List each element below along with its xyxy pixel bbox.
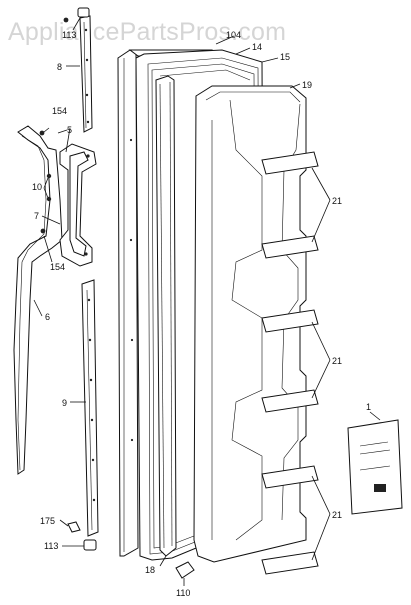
callout-4: 4 — [236, 30, 241, 40]
callout-1: 1 — [366, 402, 371, 412]
part-6-door-trim — [13, 125, 63, 475]
callout-10-top: 10 — [226, 30, 236, 40]
callout-10: 10 — [32, 182, 42, 192]
callout-113-top: 113 — [62, 30, 76, 40]
callout-18: 18 — [145, 565, 155, 575]
part-154-top-screw — [39, 127, 50, 136]
callout-15: 15 — [280, 52, 290, 62]
watermark: AppliancePartsPros.com — [8, 18, 286, 46]
part-113-bottom-cap — [83, 539, 97, 551]
part-154-bottom-screw — [40, 228, 46, 234]
callout-175: 175 — [40, 516, 55, 526]
callout-154-bottom: 154 — [50, 262, 65, 272]
callout-21-c: 21 — [332, 510, 342, 520]
callout-labels: 113 8 154 5 10 7 154 6 9 175 113 18 110 … — [32, 30, 371, 598]
callout-9: 9 — [62, 398, 67, 408]
part-18-gasket — [155, 75, 177, 557]
callout-19: 19 — [302, 80, 312, 90]
part-8-trim-strip — [79, 15, 93, 133]
part-10-top-screw — [63, 17, 69, 23]
callout-154-top: 154 — [52, 106, 67, 116]
part-110-bracket — [175, 561, 195, 579]
part-1-literature-card — [347, 419, 403, 515]
callout-14: 14 — [252, 42, 262, 52]
callout-110: 110 — [176, 588, 190, 598]
part-113-top-cap — [77, 7, 90, 18]
part-5-handle — [59, 143, 97, 267]
leader-lines — [33, 17, 381, 586]
part-19-door-liner — [193, 85, 319, 575]
part-175-clip — [67, 521, 81, 533]
part-9-trim-strip — [81, 279, 99, 537]
callout-5: 5 — [67, 125, 72, 135]
callout-6: 6 — [45, 312, 50, 322]
callout-21-a: 21 — [332, 196, 342, 206]
callout-21-b: 21 — [332, 356, 342, 366]
callout-8: 8 — [57, 62, 62, 72]
callout-113-bottom: 113 — [44, 541, 58, 551]
callout-7: 7 — [34, 211, 39, 221]
